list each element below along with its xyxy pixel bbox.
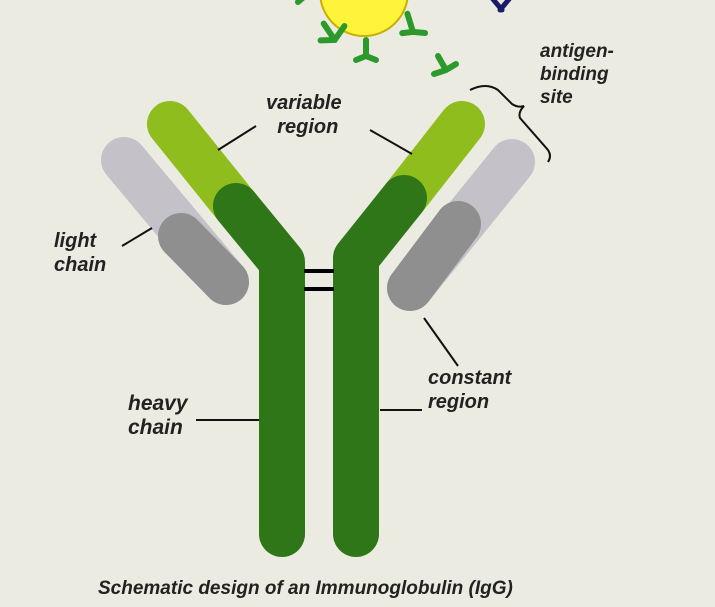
small-antibody-icon [295, 0, 305, 5]
small-antibody-icon [431, 53, 459, 77]
antigen-binding-brace [469, 85, 551, 163]
small-antibody-icon-navy [490, 0, 512, 13]
small-antibody-icon [353, 37, 379, 63]
small-antibody-icons [295, 0, 459, 77]
constant-region-label: constant region [428, 367, 512, 413]
small-antibody-icon [317, 20, 348, 44]
small-antibody-icon [399, 10, 429, 37]
left-light-chain [101, 137, 249, 305]
right-light-chain [387, 139, 535, 311]
disulfide-bonds [304, 269, 334, 291]
antigen-cell [319, 0, 409, 37]
left-heavy-chain [147, 101, 305, 557]
right-heavy-chain [333, 101, 485, 557]
leader-lines [121, 85, 551, 421]
figure-caption: Schematic design of an Immunoglobulin (I… [98, 578, 513, 599]
variable-region-label: variable region [266, 92, 342, 138]
heavy-chain-label: heavy chain [128, 392, 188, 439]
light-chain-label: light chain [54, 230, 107, 276]
antigen-binding-site-label: antigen- binding site [540, 41, 614, 108]
